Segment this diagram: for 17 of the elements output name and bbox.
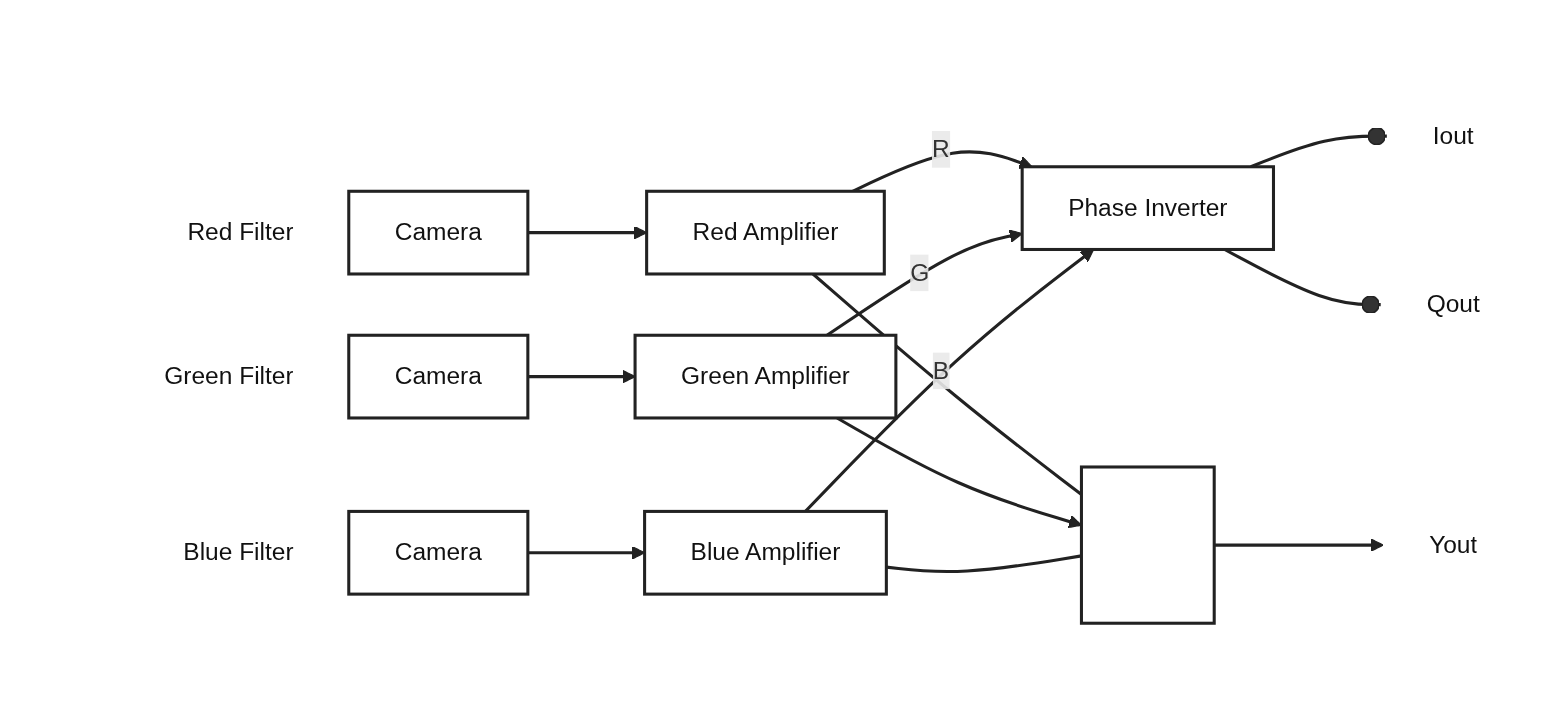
node-text: Qout [1426,290,1480,317]
node-box: Camera [347,189,530,275]
node-box: Red Amplifier [645,189,886,275]
edge-label: R [931,135,950,162]
node-box: Camera [347,333,530,419]
node-box: Camera [347,509,530,596]
node-label: Blue Filter [183,538,294,565]
node-text: Iout [1432,121,1474,148]
node-text: Yout [1429,530,1478,557]
edge-label: B [932,356,950,383]
node-box [1079,464,1216,625]
edge-label: G [910,258,930,285]
node-box: Phase Inverter [1020,164,1275,251]
node-box: Green Amplifier [633,333,898,419]
node-label: Red Filter [187,218,294,245]
node-box: Blue Amplifier [643,509,888,596]
node-label: Green Filter [164,362,294,389]
